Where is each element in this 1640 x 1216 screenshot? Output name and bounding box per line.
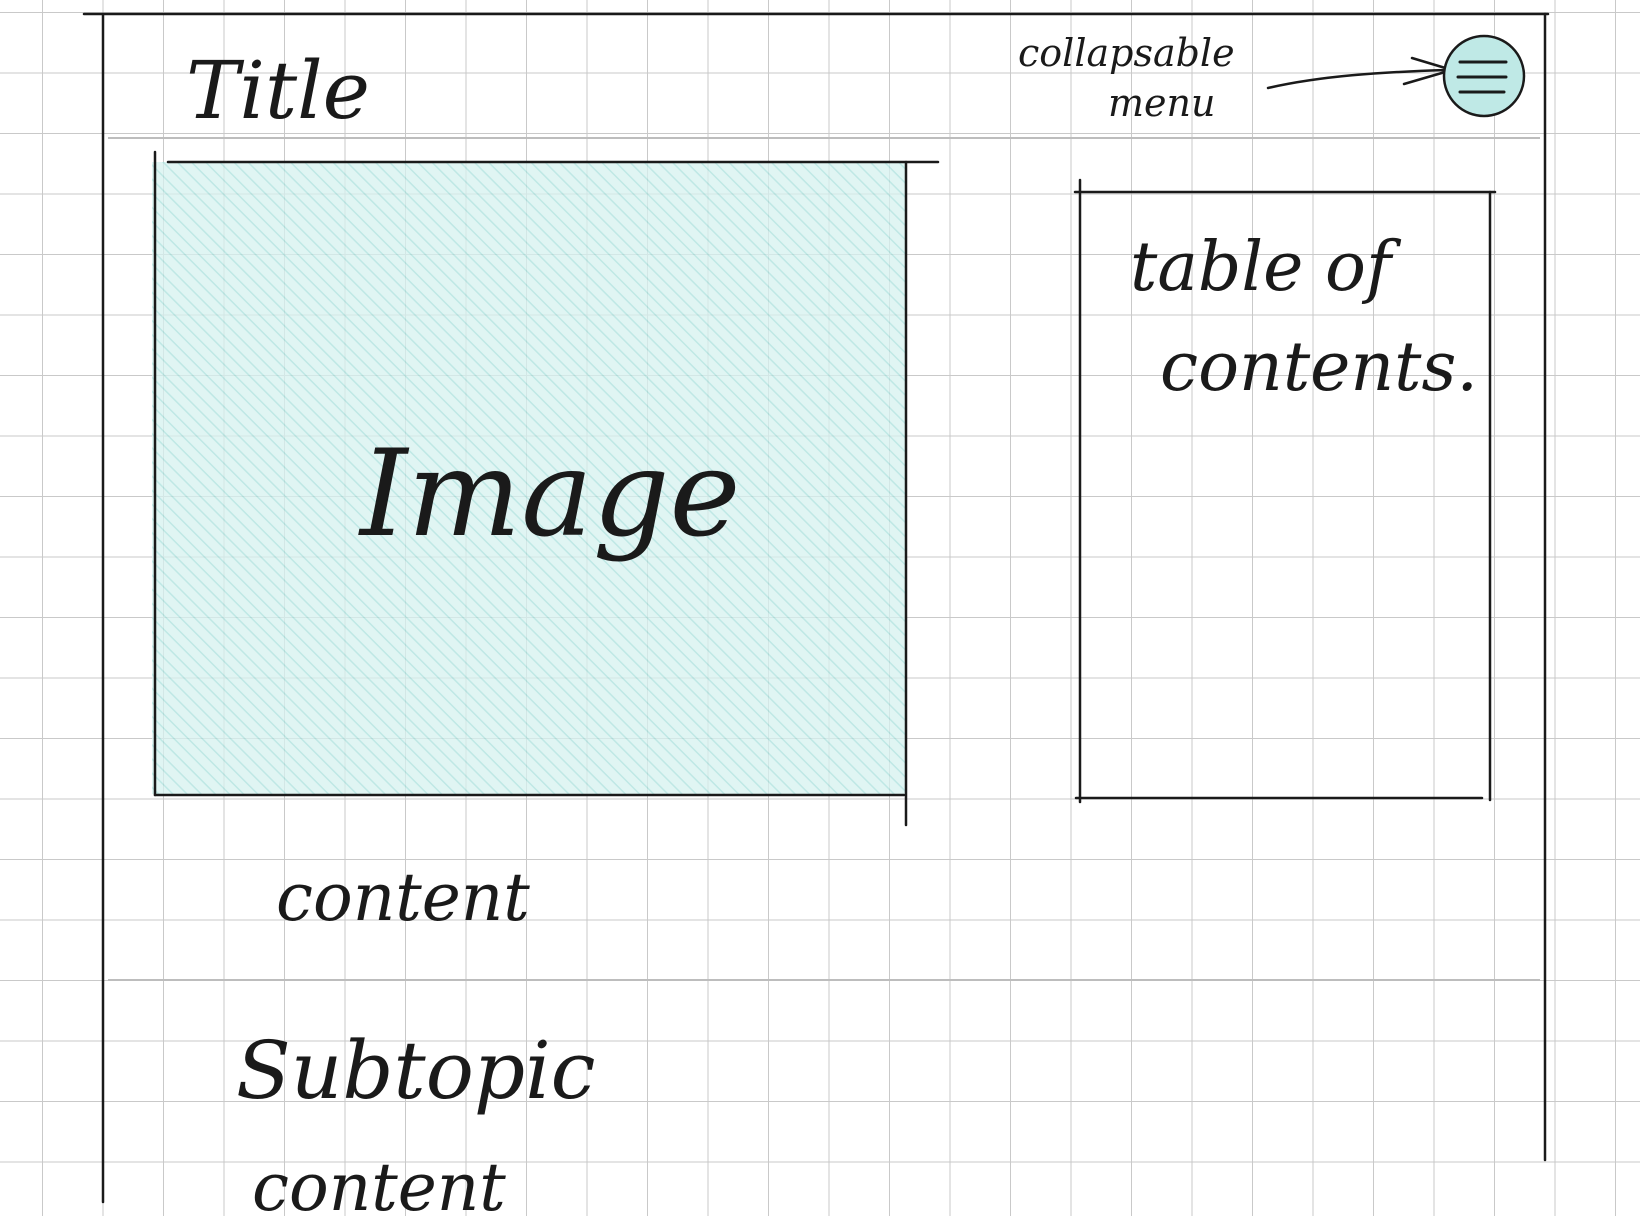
- subtopic-heading: Subtopic: [236, 1024, 595, 1117]
- image-placeholder: Image: [152, 150, 940, 827]
- image-placeholder-label: Image: [358, 425, 741, 564]
- menu-annotation-line-1: collapsable: [1018, 31, 1235, 75]
- subtopic-content-text: content: [252, 1149, 506, 1216]
- table-of-contents-line-2: contents.: [1160, 328, 1478, 407]
- table-of-contents-label: table of contents.: [1130, 228, 1478, 407]
- hamburger-icon[interactable]: [1442, 34, 1526, 118]
- content-text: content: [276, 859, 530, 936]
- section-dividers: [108, 137, 1540, 981]
- table-of-contents-box: table of contents.: [1073, 178, 1497, 804]
- menu-annotation: collapsable menu: [1018, 31, 1247, 125]
- menu-annotation-line-2: menu: [1108, 81, 1215, 125]
- page-title: Title: [186, 44, 370, 137]
- annotation-arrow: [1266, 56, 1454, 90]
- table-of-contents-line-1: table of: [1130, 228, 1402, 307]
- page-frame: [82, 12, 1550, 1204]
